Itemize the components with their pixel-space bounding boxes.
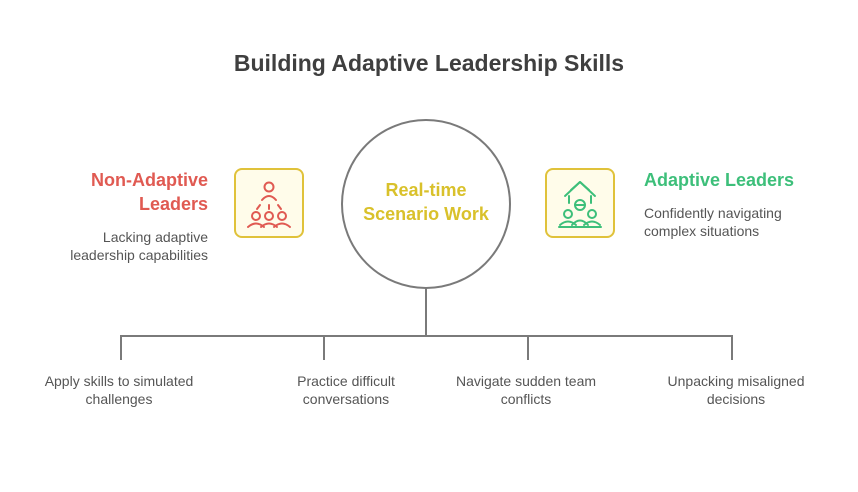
adaptive-heading: Adaptive Leaders (644, 170, 795, 190)
leaf-item-3: Navigate sudden team conflicts (431, 372, 621, 408)
non-adaptive-heading-line2: Leaders (138, 194, 208, 214)
non-adaptive-heading-line1: Non-Adaptive (91, 170, 208, 190)
non-adaptive-desc-line1: Lacking adaptive (102, 229, 208, 245)
adaptive-icon-box (545, 168, 615, 238)
non-adaptive-description: Lacking adaptive leadership capabilities (0, 228, 208, 264)
leaf-item-2-line2: conversations (302, 391, 390, 407)
leaf-item-4-line1: Unpacking misaligned (667, 373, 805, 389)
center-label-line1: Real-time (385, 180, 467, 200)
leaf-item-4: Unpacking misaligned decisions (641, 372, 831, 408)
adaptive-desc-line1: Confidently navigating (644, 205, 782, 221)
non-adaptive-icon-box (234, 168, 304, 238)
leaf-item-3-line2: conflicts (500, 391, 552, 407)
leaf-item-2-line1: Practice difficult (297, 373, 395, 389)
adaptive-desc-line2: complex situations (644, 223, 760, 239)
team-growth-icon (558, 181, 602, 228)
leaf-item-1: Apply skills to simulated challenges (24, 372, 214, 408)
non-adaptive-heading: Non-Adaptive Leaders (8, 168, 208, 216)
center-label-line2: Scenario Work (363, 204, 489, 224)
non-adaptive-desc-line2: leadership capabilities (70, 247, 208, 263)
adaptive-description: Confidently navigating complex situation… (644, 204, 844, 240)
leaf-item-4-line2: decisions (706, 391, 766, 407)
leaf-item-1-line2: challenges (85, 391, 153, 407)
leaf-item-1-line1: Apply skills to simulated (44, 373, 194, 389)
group-hierarchy-icon (247, 181, 291, 228)
leaf-item-2: Practice difficult conversations (251, 372, 441, 408)
page-title: Building Adaptive Leadership Skills (233, 50, 625, 76)
leaf-item-3-line1: Navigate sudden team (455, 373, 597, 389)
center-label: Real-time Scenario Work (343, 178, 509, 226)
